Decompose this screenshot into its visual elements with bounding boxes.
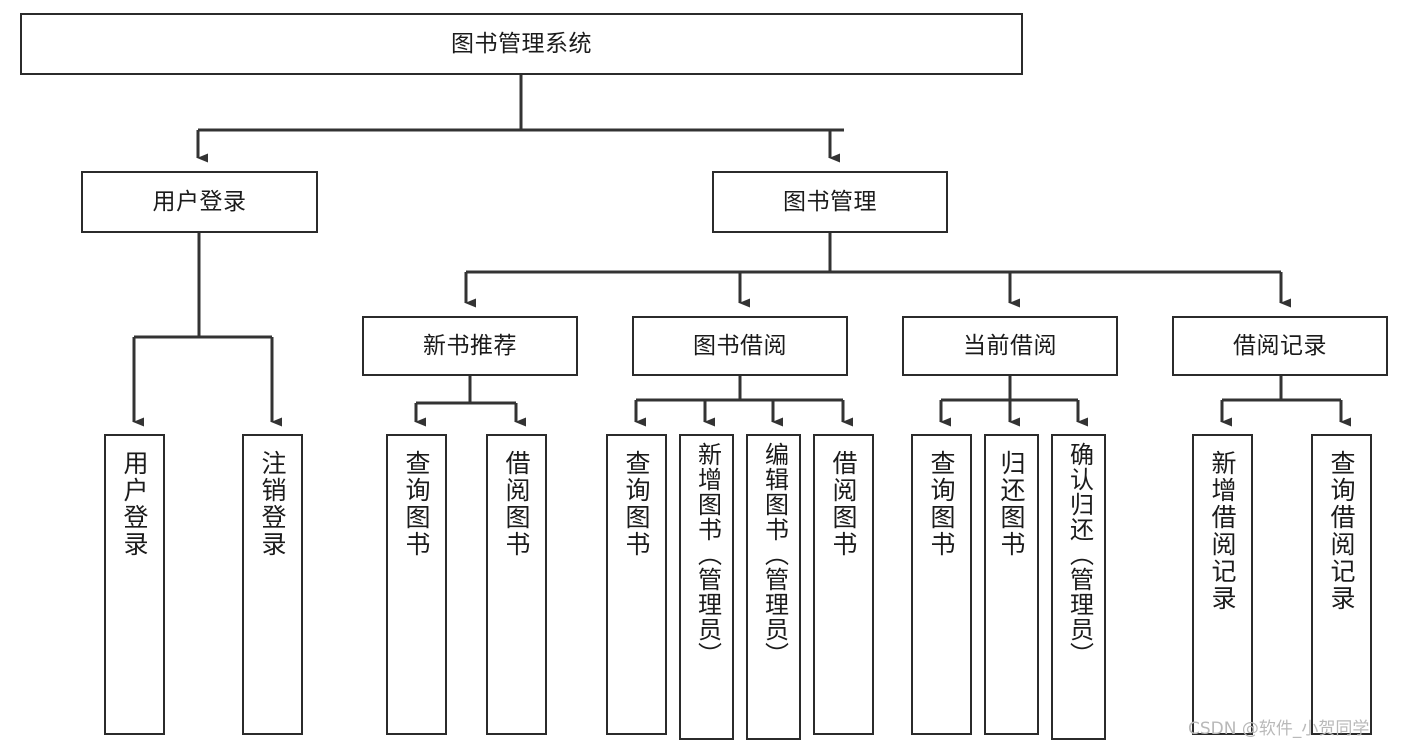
- node-root-label: 图书管理系统: [451, 30, 592, 57]
- node-leaf-borrow-book-2-label: 借阅图书: [829, 450, 858, 558]
- node-book-manage-label: 图书管理: [783, 188, 877, 215]
- node-leaf-return-book-label: 归还图书: [997, 450, 1026, 558]
- node-leaf-add-book-label: 新增图书（管理员）: [693, 442, 722, 667]
- node-leaf-user-logout-label: 注销登录: [258, 450, 287, 558]
- node-leaf-query-book-1-label: 查询图书: [402, 450, 431, 558]
- node-leaf-query-book-3[interactable]: 查询图书: [911, 434, 972, 735]
- node-book-borrow-label: 图书借阅: [693, 332, 787, 359]
- node-borrow-record[interactable]: 借阅记录: [1172, 316, 1388, 376]
- node-leaf-confirm-return[interactable]: 确认归还（管理员）: [1051, 434, 1106, 740]
- node-current-borrow[interactable]: 当前借阅: [902, 316, 1118, 376]
- node-leaf-borrow-book-2[interactable]: 借阅图书: [813, 434, 874, 735]
- node-leaf-user-login-label: 用户登录: [120, 450, 149, 558]
- node-leaf-user-logout[interactable]: 注销登录: [242, 434, 303, 735]
- node-user-login-label: 用户登录: [152, 188, 247, 215]
- node-leaf-query-record[interactable]: 查询借阅记录: [1311, 434, 1372, 735]
- node-leaf-query-book-3-label: 查询图书: [927, 450, 956, 558]
- node-leaf-confirm-return-label: 确认归还（管理员）: [1065, 442, 1094, 667]
- node-leaf-query-book-1[interactable]: 查询图书: [386, 434, 447, 735]
- node-new-book-rec[interactable]: 新书推荐: [362, 316, 578, 376]
- node-leaf-edit-book-label: 编辑图书（管理员）: [760, 442, 789, 667]
- node-leaf-add-book[interactable]: 新增图书（管理员）: [679, 434, 734, 740]
- node-root[interactable]: 图书管理系统: [20, 13, 1023, 75]
- node-leaf-query-record-label: 查询借阅记录: [1327, 450, 1356, 612]
- node-book-borrow[interactable]: 图书借阅: [632, 316, 848, 376]
- node-book-manage[interactable]: 图书管理: [712, 171, 948, 233]
- csdn-watermark: CSDN @软件_小贺同学: [1188, 719, 1370, 739]
- node-leaf-add-record[interactable]: 新增借阅记录: [1192, 434, 1253, 735]
- node-current-borrow-label: 当前借阅: [963, 332, 1057, 359]
- node-leaf-query-book-2-label: 查询图书: [622, 450, 651, 558]
- node-leaf-user-login[interactable]: 用户登录: [104, 434, 165, 735]
- node-leaf-edit-book[interactable]: 编辑图书（管理员）: [746, 434, 801, 740]
- node-leaf-add-record-label: 新增借阅记录: [1208, 450, 1237, 612]
- node-leaf-borrow-book-1[interactable]: 借阅图书: [486, 434, 547, 735]
- node-leaf-borrow-book-1-label: 借阅图书: [502, 450, 531, 558]
- node-borrow-record-label: 借阅记录: [1233, 332, 1327, 359]
- node-user-login[interactable]: 用户登录: [81, 171, 318, 233]
- node-leaf-return-book[interactable]: 归还图书: [984, 434, 1039, 735]
- node-leaf-query-book-2[interactable]: 查询图书: [606, 434, 667, 735]
- node-new-book-rec-label: 新书推荐: [423, 332, 517, 359]
